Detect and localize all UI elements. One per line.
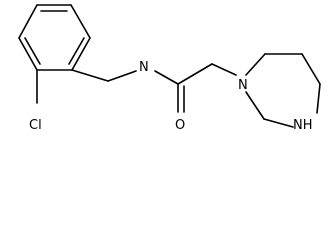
piperazine-bond (316, 83, 321, 114)
piperazine-ring (245, 53, 321, 128)
oxygen-label: O (175, 118, 185, 133)
piperazine-bond (245, 91, 265, 120)
benzene-bond (18, 37, 38, 71)
ch2-n-bond (107, 70, 137, 82)
piperazine-nitrogen-label: N (238, 78, 248, 93)
benzene-bond (71, 37, 91, 71)
ch2-piperazine-bond (211, 63, 237, 76)
benzene-double-bond (24, 37, 41, 65)
n-carbonyl-bond (154, 70, 179, 85)
chemical-structure: Cl N O N NH (18, 4, 321, 133)
benzene-ring (18, 4, 91, 71)
benzyl-bond (71, 69, 109, 82)
benzene-double-bond (68, 37, 85, 65)
benzene-bond (18, 4, 38, 39)
benzene-bond (70, 4, 91, 39)
nh-label: NH (293, 118, 313, 133)
chlorine-label: Cl (29, 118, 42, 133)
carbonyl-ch2-bond (177, 63, 213, 85)
piperazine-bond (301, 53, 321, 85)
piperazine-bond (245, 53, 266, 76)
amide-nitrogen-label: N (139, 60, 149, 75)
piperazine-bond (263, 118, 294, 128)
